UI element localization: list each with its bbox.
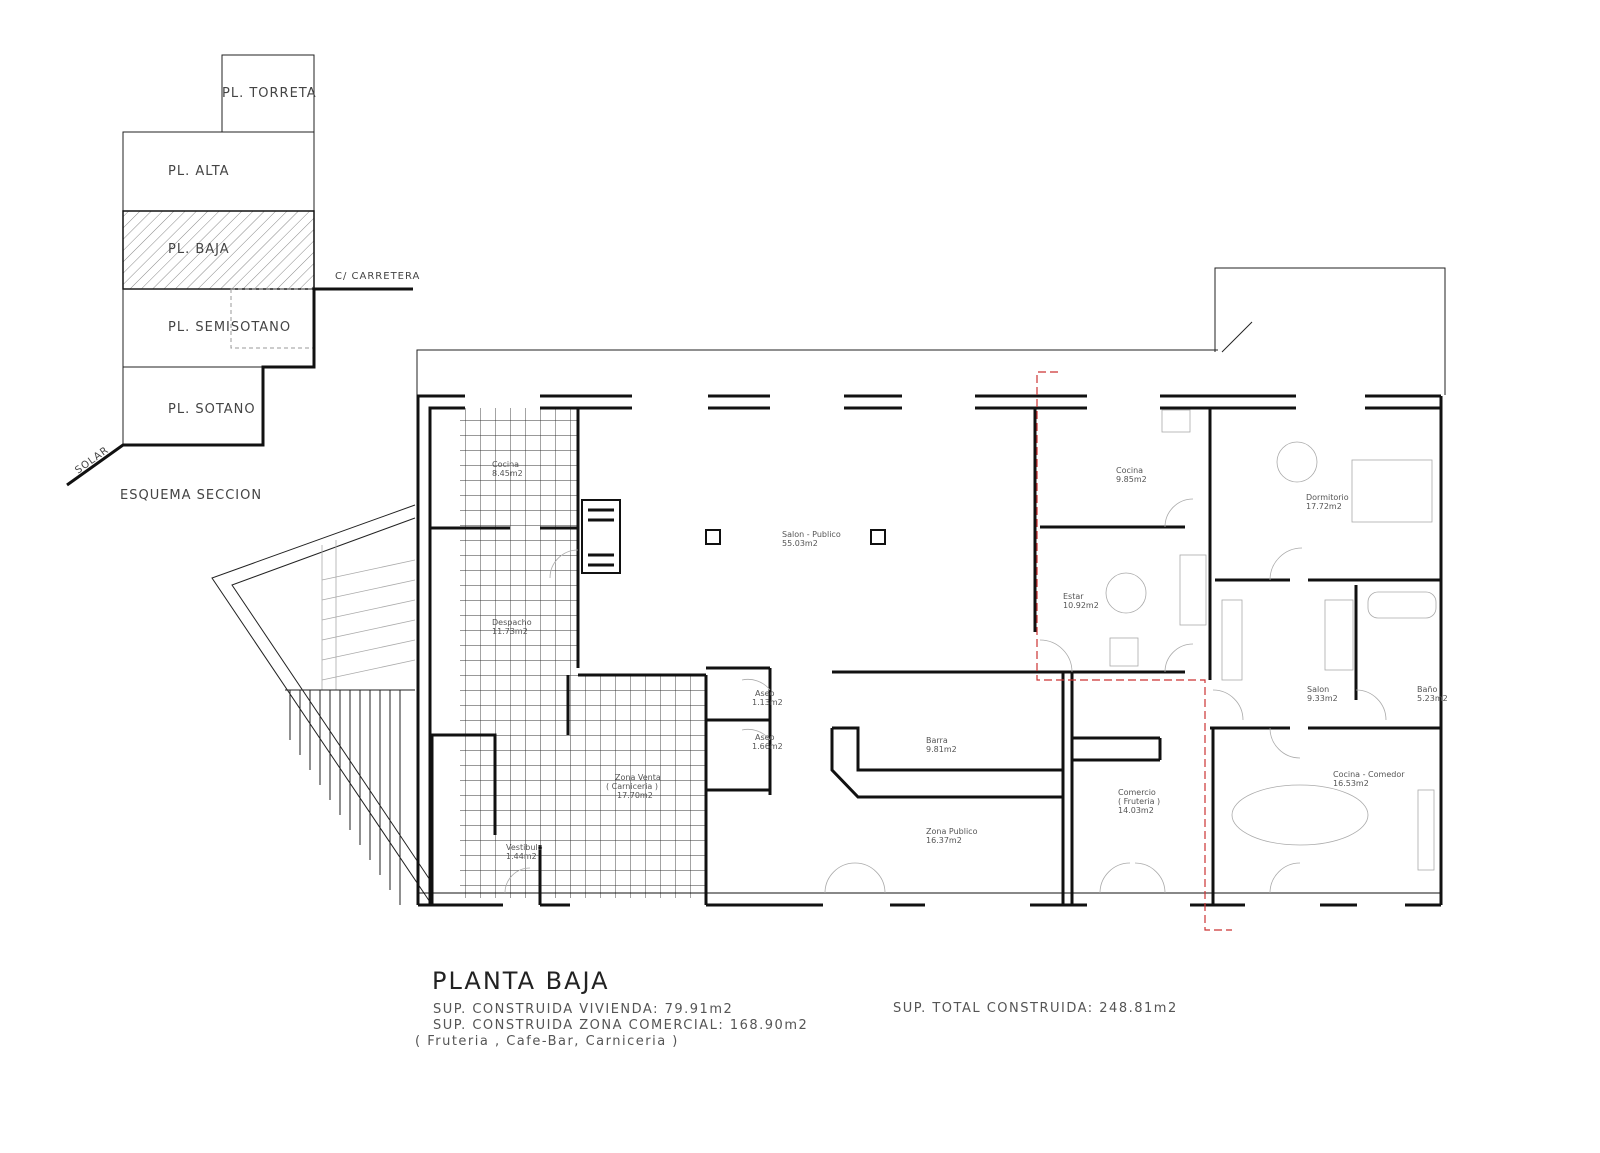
room-area: 10.92m2 [1063, 601, 1099, 610]
room-name: Comercio [1118, 788, 1156, 797]
room-area: 55.03m2 [782, 539, 818, 548]
room-name: Barra [926, 736, 948, 745]
room-area: 5.23m2 [1417, 694, 1448, 703]
room-area: 8.45m2 [492, 469, 523, 478]
commercial-uses: ( Fruteria , Cafe-Bar, Carniceria ) [415, 1034, 679, 1049]
room-area: 16.53m2 [1333, 779, 1369, 788]
room-name: Estar [1063, 592, 1084, 601]
room-name: Cocina [1116, 466, 1143, 475]
furniture [1105, 409, 1437, 871]
area-commercial: SUP. CONSTRUIDA ZONA COMERCIAL: 168.90m2 [433, 1018, 808, 1033]
column [870, 529, 886, 545]
interior-stair [581, 499, 621, 574]
level-label: PL. BAJA [168, 242, 230, 257]
plan-legend: PLANTA BAJA SUP. CONSTRUIDA VIVIENDA: 79… [415, 967, 1178, 1049]
property-boundary [1036, 371, 1232, 931]
level-label: PL. ALTA [168, 164, 230, 179]
room-name: Salon [1307, 685, 1329, 694]
level-label: PL. SEMISOTANO [168, 320, 291, 335]
room-area: 1.44m2 [506, 852, 537, 861]
room-area: 1.13m2 [752, 698, 783, 707]
room-name: Baño [1417, 685, 1437, 694]
lot-label: SOLAR [73, 445, 111, 477]
column [705, 529, 721, 545]
room-area: 9.33m2 [1307, 694, 1338, 703]
tiled-floor [578, 675, 706, 898]
room-area: 17.72m2 [1306, 502, 1342, 511]
street-label: C/ CARRETERA [335, 271, 420, 282]
exterior-stair [211, 504, 433, 906]
level-baja [122, 210, 315, 290]
room-name: Zona Venta [615, 773, 661, 782]
walls [416, 394, 1443, 907]
room-name: ( Fruteria ) [1118, 797, 1160, 806]
room-area: 9.81m2 [926, 745, 957, 754]
dashed-outline [230, 288, 315, 349]
room-name: Cocina [492, 460, 519, 469]
room-area: 14.03m2 [1118, 806, 1154, 815]
plan-title: PLANTA BAJA [432, 967, 610, 995]
door-swings [504, 498, 1387, 894]
level-label: PL. SOTANO [168, 402, 256, 417]
level-label: PL. TORRETA [222, 86, 317, 101]
room-name: Aseo [755, 689, 775, 698]
room-area: 16.37m2 [926, 836, 962, 845]
area-housing: SUP. CONSTRUIDA VIVIENDA: 79.91m2 [433, 1002, 733, 1017]
room-name: ( Carniceria ) [606, 782, 658, 791]
area-total: SUP. TOTAL CONSTRUIDA: 248.81m2 [893, 1001, 1178, 1016]
section-title: ESQUEMA SECCION [120, 488, 262, 503]
room-name: Cocina - Comedor [1333, 770, 1405, 779]
room-name: Zona Publico [926, 827, 978, 836]
plan-baja: Cocina 8.45m2 Salon - Publico 55.03m2 De… [211, 267, 1448, 931]
room-labels: Cocina 8.45m2 Salon - Publico 55.03m2 De… [492, 460, 1448, 861]
room-area: 9.85m2 [1116, 475, 1147, 484]
tiled-floor [498, 735, 578, 898]
room-area: 11.73m2 [492, 627, 528, 636]
room-name: Aseo [755, 733, 775, 742]
room-area: 17.70m2 [617, 791, 653, 800]
room-name: Despacho [492, 618, 532, 627]
section-scheme: PL. TORRETA PL. ALTA PL. BAJA PL. SEMISO… [66, 54, 420, 503]
room-name: Salon - Publico [782, 530, 841, 539]
room-area: 1.66m2 [752, 742, 783, 751]
room-name: Vestibulo [506, 843, 543, 852]
room-name: Dormitorio [1306, 493, 1349, 502]
ground-line [66, 287, 413, 487]
